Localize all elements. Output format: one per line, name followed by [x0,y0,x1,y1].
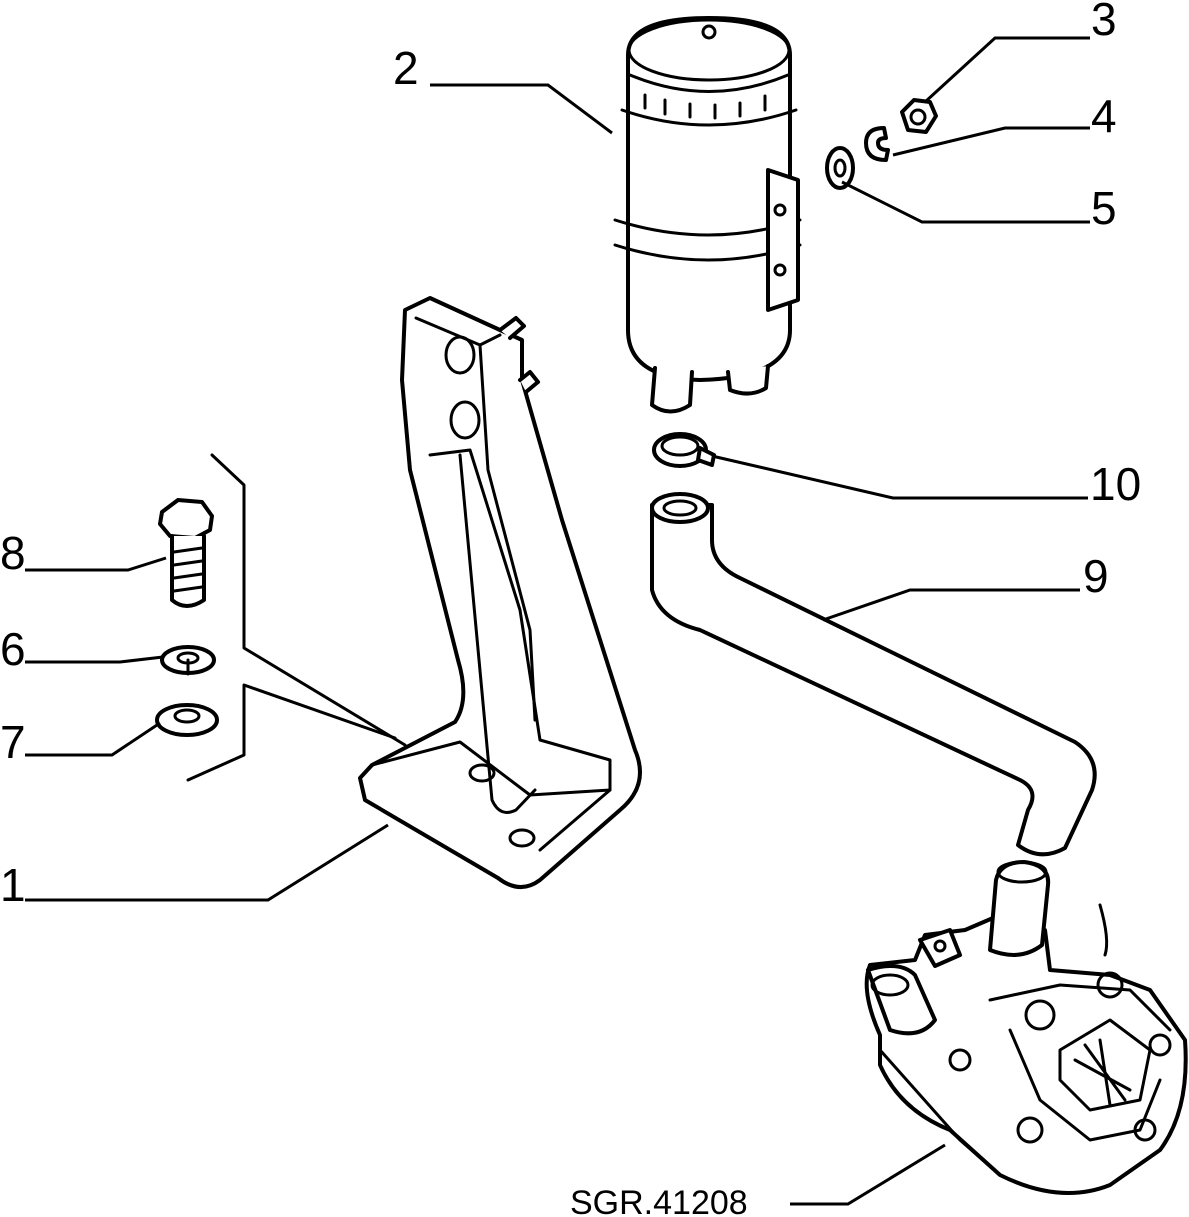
nut-part [900,98,938,134]
leader-line-6 [25,655,164,664]
callout-3: 3 [1091,0,1117,45]
callout-9: 9 [1083,550,1109,602]
flat-washer-part [155,703,219,737]
leader-lines [25,36,1090,1206]
reference-code: SGR.41208 [570,1184,748,1217]
hose-part [650,492,1097,857]
spring-washer-part [864,126,890,162]
leader-line-9 [822,588,1080,622]
spring-washer-small-part [160,645,216,676]
callout-5: 5 [1091,182,1117,234]
callout-10: 10 [1090,458,1141,510]
washer-part [825,146,855,190]
callout-7: 7 [0,716,26,768]
leader-line-5 [841,180,1090,224]
vehicle-body-outline [186,453,407,782]
hose-clamp-part [652,432,716,468]
leader-line-1 [25,823,389,902]
callout-6: 6 [0,623,26,675]
leader-line-2 [430,83,613,135]
leader-line-3 [923,36,1090,104]
leader-line-4 [892,126,1090,157]
callout-8: 8 [0,527,26,579]
bolt-part [158,498,214,608]
leader-line-8 [25,556,167,572]
steering-pump-part [864,860,1188,1195]
leader-line-7 [25,721,161,757]
callout-2: 2 [393,42,419,94]
leader-line-10 [711,454,1088,500]
callout-1: 1 [0,859,26,911]
leader-line-ref [790,1143,946,1206]
bracket-part [358,296,642,889]
reservoir-part [613,16,802,414]
callout-4: 4 [1091,90,1117,142]
